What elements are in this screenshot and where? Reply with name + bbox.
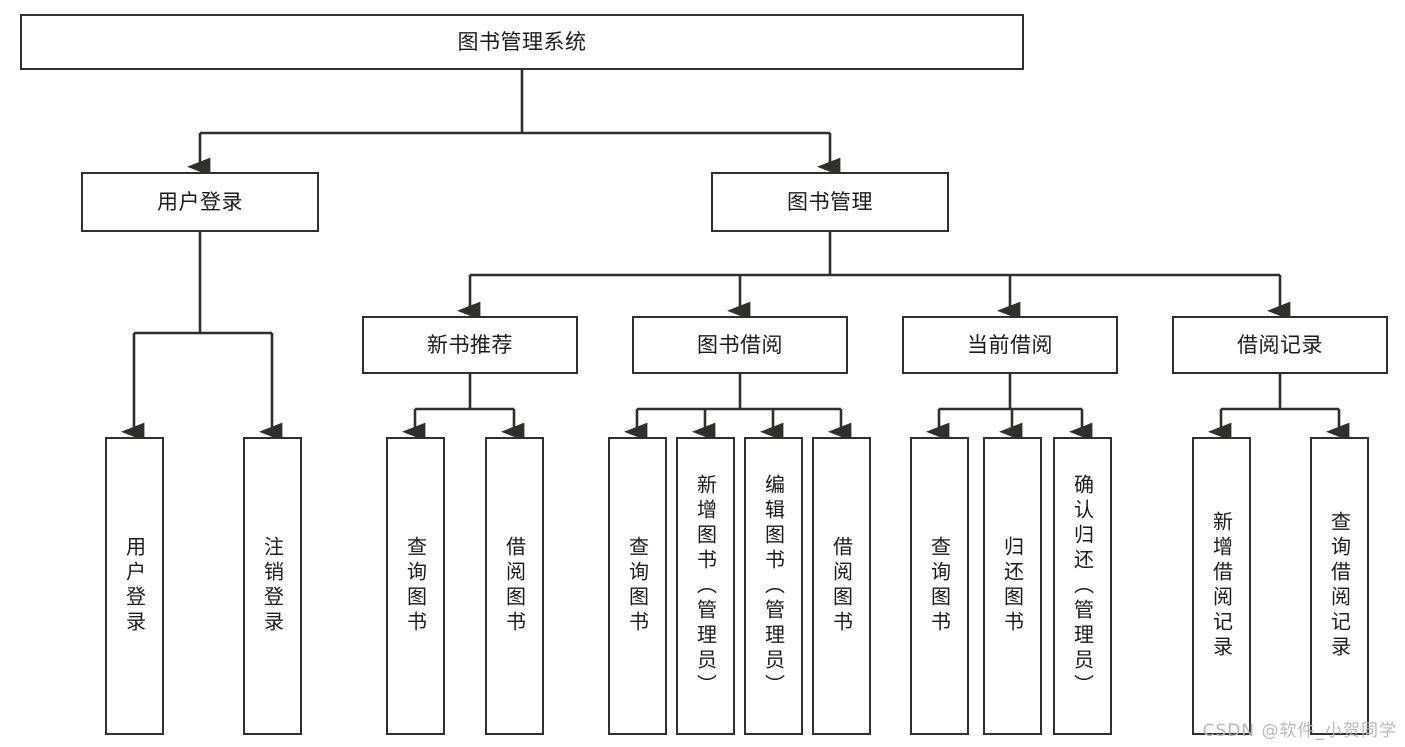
node-leaf-confirm-return-label: 确认归还（管理员） bbox=[1070, 473, 1095, 699]
node-leaf-add-book[interactable]: 新增图书（管理员） bbox=[676, 437, 735, 735]
node-borrow-record-label: 借阅记录 bbox=[1237, 332, 1323, 357]
node-current-borrow-label: 当前借阅 bbox=[967, 332, 1053, 357]
node-leaf-confirm-return[interactable]: 确认归还（管理员） bbox=[1053, 437, 1112, 735]
node-leaf-return-book[interactable]: 归还图书 bbox=[983, 437, 1042, 735]
node-leaf-add-book-label: 新增图书（管理员） bbox=[693, 473, 718, 699]
node-root[interactable]: 图书管理系统 bbox=[20, 14, 1024, 70]
node-root-label: 图书管理系统 bbox=[457, 29, 587, 54]
node-leaf-borrow-book-1[interactable]: 借阅图书 bbox=[485, 437, 544, 735]
node-leaf-user-login[interactable]: 用户登录 bbox=[105, 437, 164, 735]
node-new-book-recommend[interactable]: 新书推荐 bbox=[362, 316, 578, 374]
node-leaf-user-login-label: 用户登录 bbox=[122, 536, 147, 636]
node-book-borrow-label: 图书借阅 bbox=[697, 332, 783, 357]
node-leaf-borrow-book-2-label: 借阅图书 bbox=[829, 536, 854, 636]
node-leaf-query-book-1-label: 查询图书 bbox=[403, 536, 428, 636]
node-leaf-add-record[interactable]: 新增借阅记录 bbox=[1192, 437, 1251, 735]
node-leaf-user-logout[interactable]: 注销登录 bbox=[243, 437, 302, 735]
node-leaf-query-book-1[interactable]: 查询图书 bbox=[386, 437, 445, 735]
node-book-borrow[interactable]: 图书借阅 bbox=[632, 316, 848, 374]
node-leaf-query-record[interactable]: 查询借阅记录 bbox=[1310, 437, 1369, 735]
node-user-login[interactable]: 用户登录 bbox=[81, 172, 319, 232]
node-new-book-recommend-label: 新书推荐 bbox=[427, 332, 513, 357]
node-leaf-user-logout-label: 注销登录 bbox=[260, 536, 285, 636]
node-leaf-query-book-2[interactable]: 查询图书 bbox=[608, 437, 667, 735]
node-leaf-borrow-book-2[interactable]: 借阅图书 bbox=[812, 437, 871, 735]
node-leaf-edit-book-label: 编辑图书（管理员） bbox=[761, 473, 786, 699]
node-leaf-query-book-3-label: 查询图书 bbox=[927, 536, 952, 636]
node-leaf-query-book-3[interactable]: 查询图书 bbox=[910, 437, 969, 735]
node-book-manage-label: 图书管理 bbox=[787, 189, 873, 214]
node-leaf-edit-book[interactable]: 编辑图书（管理员） bbox=[744, 437, 803, 735]
node-user-login-label: 用户登录 bbox=[157, 189, 243, 214]
node-leaf-query-record-label: 查询借阅记录 bbox=[1327, 511, 1352, 661]
node-leaf-query-book-2-label: 查询图书 bbox=[625, 536, 650, 636]
node-leaf-return-book-label: 归还图书 bbox=[1000, 536, 1025, 636]
node-book-manage[interactable]: 图书管理 bbox=[711, 172, 949, 232]
node-borrow-record[interactable]: 借阅记录 bbox=[1172, 316, 1388, 374]
node-leaf-add-record-label: 新增借阅记录 bbox=[1209, 511, 1234, 661]
node-leaf-borrow-book-1-label: 借阅图书 bbox=[502, 536, 527, 636]
watermark-text: CSDN @软件_小贺同学 bbox=[1202, 721, 1397, 741]
node-current-borrow[interactable]: 当前借阅 bbox=[902, 316, 1118, 374]
